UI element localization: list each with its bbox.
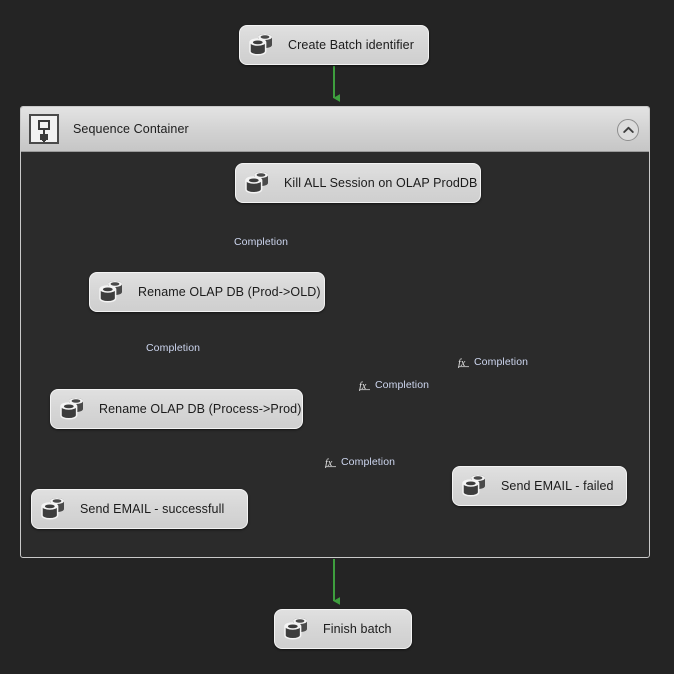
connector-label-completion-kill-to-failed[interactable]: fx Completion — [458, 356, 528, 368]
connector-label-completion-kill-to-rename-old[interactable]: Completion — [234, 236, 288, 248]
execute-sql-task-icon — [245, 170, 271, 196]
execute-sql-task-icon — [249, 32, 275, 58]
connector-label-text: Completion — [234, 236, 289, 248]
task-rename-olap-db-process-prod[interactable]: Rename OLAP DB (Process->Prod) — [50, 389, 303, 429]
task-label: Finish batch — [323, 622, 392, 636]
fx-expression-icon: fx — [359, 380, 372, 391]
connector-label-completion-renameold-to-renameprod[interactable]: Completion — [146, 342, 200, 354]
connector-label-text: Completion — [146, 342, 201, 354]
fx-expression-icon: fx — [325, 457, 338, 468]
sequence-container-icon — [29, 114, 59, 144]
task-label: Rename OLAP DB (Process->Prod) — [99, 402, 302, 416]
task-label: Send EMAIL - failed — [501, 479, 614, 493]
chevron-up-icon[interactable] — [617, 119, 639, 141]
fx-expression-icon: fx — [458, 357, 471, 368]
sequence-container-header[interactable]: Sequence Container — [21, 107, 649, 152]
svg-text:fx: fx — [359, 381, 367, 391]
connector-label-completion-renameold-to-failed[interactable]: fx Completion — [359, 379, 429, 391]
sequence-container-title: Sequence Container — [73, 122, 189, 136]
task-create-batch-identifier[interactable]: Create Batch identifier — [239, 25, 429, 65]
svg-text:fx: fx — [458, 358, 466, 368]
connector-label-text: Completion — [375, 379, 430, 391]
task-label: Create Batch identifier — [288, 38, 414, 52]
connector-label-text: Completion — [474, 356, 529, 368]
task-label: Send EMAIL - successfull — [80, 502, 225, 516]
execute-sql-task-icon — [99, 279, 125, 305]
task-send-email-failed[interactable]: Send EMAIL - failed — [452, 466, 627, 506]
task-label: Rename OLAP DB (Prod->OLD) — [138, 285, 321, 299]
task-send-email-successfull[interactable]: Send EMAIL - successfull — [31, 489, 248, 529]
task-label: Kill ALL Session on OLAP ProdDB — [284, 176, 478, 190]
execute-sql-task-icon — [462, 473, 488, 499]
task-finish-batch[interactable]: Finish batch — [274, 609, 412, 649]
execute-sql-task-icon — [284, 616, 310, 642]
execute-sql-task-icon — [60, 396, 86, 422]
task-kill-all-session-on-olap-proddb[interactable]: Kill ALL Session on OLAP ProdDB — [235, 163, 481, 203]
task-rename-olap-db-prod-old[interactable]: Rename OLAP DB (Prod->OLD) — [89, 272, 325, 312]
connector-label-completion-renameprod-to-failed[interactable]: fx Completion — [325, 456, 395, 468]
connector-label-text: Completion — [341, 456, 396, 468]
svg-text:fx: fx — [325, 458, 333, 468]
execute-sql-task-icon — [41, 496, 67, 522]
